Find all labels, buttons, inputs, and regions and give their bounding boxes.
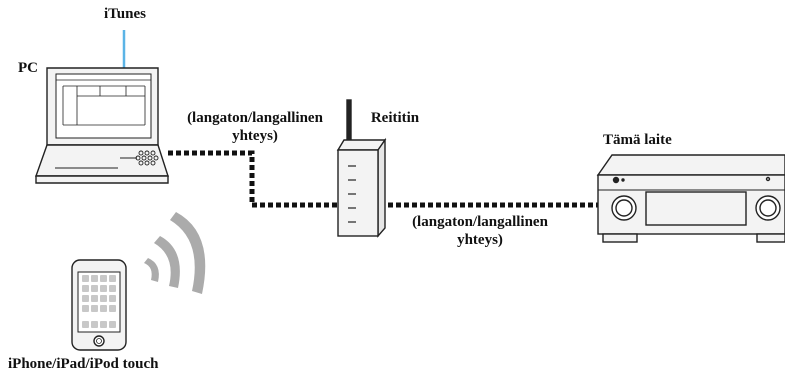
connection-upper-label-line2: yhteys) (232, 128, 278, 144)
pc-laptop (35, 67, 169, 184)
mobile-app-grid (82, 275, 116, 328)
router (336, 99, 387, 238)
itunes-label: iTunes (104, 6, 146, 22)
device-label: Tämä laite (603, 132, 672, 148)
connection-lower-label-line1: (langaton/langallinen (412, 214, 548, 230)
av-receiver (596, 154, 785, 243)
mobile-device (71, 259, 127, 351)
connection-upper-label-line1: (langaton/langallinen (187, 110, 323, 126)
pc-label: PC (18, 60, 38, 76)
connection-lower-label-line2: yhteys) (457, 232, 503, 248)
connection-pc-router (168, 150, 340, 208)
mobile-device-label: iPhone/iPad/iPod touch (8, 356, 159, 372)
pc-keypad-dots (135, 150, 159, 166)
wireless-waves-icon (144, 212, 206, 294)
router-label: Reititin (370, 110, 420, 126)
